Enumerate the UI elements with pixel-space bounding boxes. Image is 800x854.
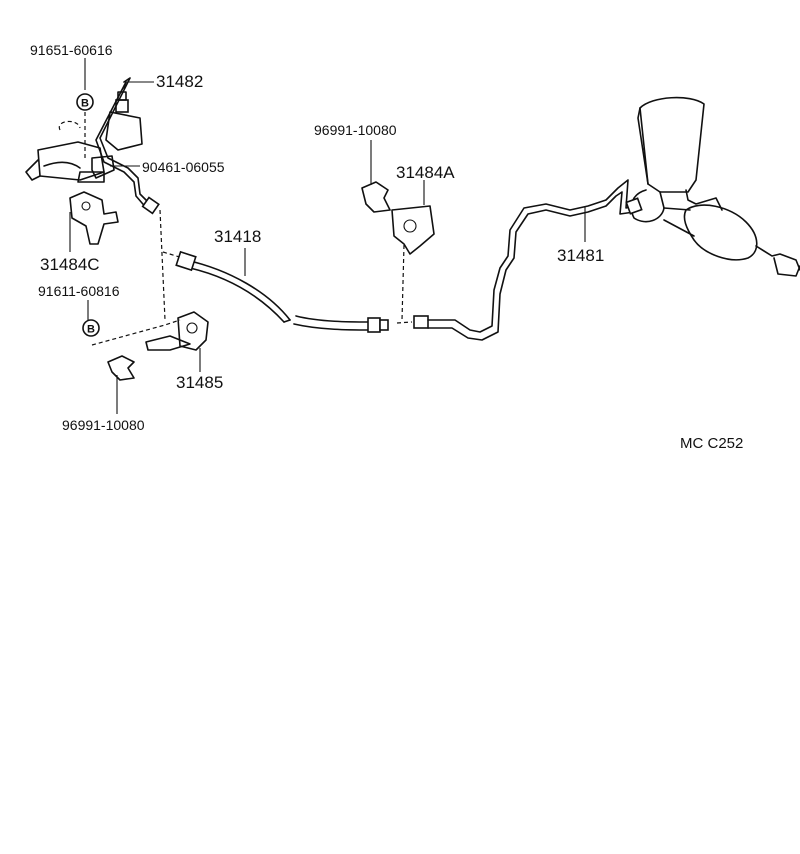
label-96991-10080-left: 96991-10080 xyxy=(62,417,145,433)
pipe-31482 xyxy=(95,77,160,215)
label-31481: 31481 xyxy=(557,246,604,265)
clip-96991-top xyxy=(361,181,391,213)
label-31482: 31482 xyxy=(156,72,203,91)
bolt-symbol-bottom: B xyxy=(87,324,95,336)
label-96991-10080-top: 96991-10080 xyxy=(314,122,397,138)
clip-90461 xyxy=(77,155,115,183)
bracket-31485 xyxy=(145,311,209,351)
bracket-31484a xyxy=(391,205,435,255)
label-91651-60616: 91651-60616 xyxy=(30,42,113,58)
bolt-icon: B xyxy=(82,319,100,337)
label-31418: 31418 xyxy=(214,227,261,246)
bolt-symbol-top: B xyxy=(81,98,89,110)
hose-31418 xyxy=(175,250,389,333)
bolt-icon: B xyxy=(76,93,94,111)
clutch-master-cylinder-right xyxy=(625,96,800,277)
diagram-code: MC C252 xyxy=(680,435,743,452)
union-fitting-31482 xyxy=(105,91,143,151)
label-31485: 31485 xyxy=(176,373,223,392)
tube-31481 xyxy=(413,179,635,341)
clip-96991-left xyxy=(107,355,135,381)
label-31484c: 31484C xyxy=(40,255,100,274)
leader-lines xyxy=(69,58,586,414)
label-31484a: 31484A xyxy=(396,163,455,182)
label-91611-60816: 91611-60816 xyxy=(38,283,120,299)
label-90461-06055: 90461-06055 xyxy=(142,159,225,175)
bracket-31484c xyxy=(69,191,119,245)
